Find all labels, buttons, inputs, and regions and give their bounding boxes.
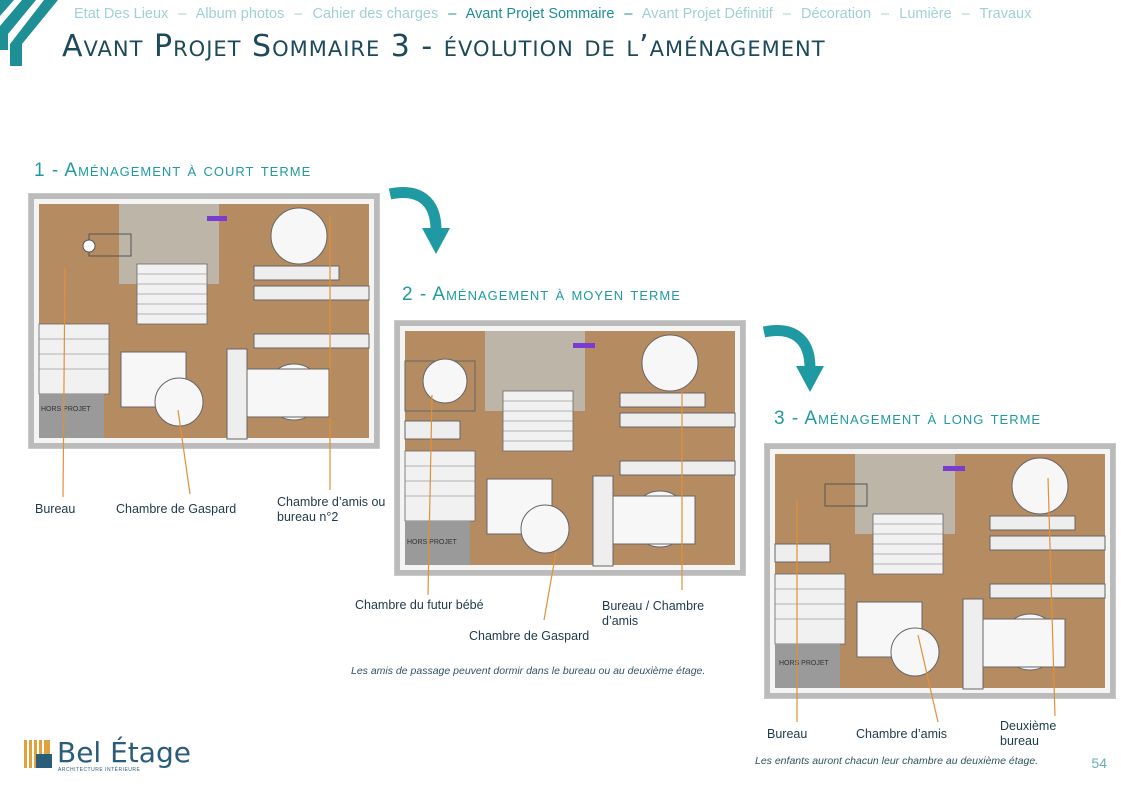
breadcrumb-avant-projet-sommaire[interactable]: Avant Projet Sommaire [465, 6, 615, 22]
breadcrumb-separator: – [961, 6, 970, 22]
page-number: 54 [1091, 755, 1107, 771]
page-title: Avant Projet Sommaire 3 - évolution de l… [62, 29, 826, 64]
label-chambre-amis: Chambre d’amis [856, 727, 948, 741]
curved-arrow-icon [388, 187, 450, 254]
breadcrumb-avant-projet-definitif[interactable]: Avant Projet Définitif [641, 6, 773, 22]
label-bureau: Bureau [767, 727, 808, 741]
breadcrumb-etat-des-lieux[interactable]: Etat Des Lieux [74, 6, 169, 22]
breadcrumb-separator: – [624, 6, 633, 22]
label-chambre-gaspard: Chambre de Gaspard [469, 629, 590, 643]
note-enfants: Les enfants auront chacun leur chambre a… [755, 755, 1039, 767]
section-title-long-terme: 3 - Aménagement à long terme [774, 408, 1042, 429]
breadcrumb-separator: – [782, 6, 791, 22]
breadcrumb-cahier-des-charges[interactable]: Cahier des charges [312, 6, 439, 22]
breadcrumb-separator: – [881, 6, 890, 22]
brand-name: Bel Étage [57, 736, 191, 769]
breadcrumb-album-photos[interactable]: Album photos [195, 6, 285, 22]
label-chambre-gaspard: Chambre de Gaspard [116, 502, 237, 516]
breadcrumb: Etat Des Lieux – Album photos – Cahier d… [74, 6, 1031, 22]
floor-plan-long-terme: HORS PROJET [764, 443, 1116, 699]
label-chambre-bebe: Chambre du futur bébé [355, 598, 484, 612]
label-bureau: Bureau [35, 502, 76, 516]
label-deuxieme-bureau: Deuxième bureau [1000, 719, 1057, 748]
breadcrumb-separator: – [294, 6, 303, 22]
brand-logo: Bel Étage ARCHITECTURE INTÉRIEURE [22, 736, 191, 775]
corner-stripes-logo [0, 0, 58, 66]
curved-arrow-icon [762, 325, 824, 392]
breadcrumb-lumiere[interactable]: Lumière [899, 6, 952, 22]
section-title-court-terme: 1 - Aménagement à court terme [34, 160, 312, 181]
brand-mark-icon [24, 740, 52, 768]
hors-projet-tag: HORS PROJET [779, 660, 829, 667]
breadcrumb-separator: – [448, 6, 457, 22]
note-amis-de-passage: Les amis de passage peuvent dormir dans … [351, 665, 706, 677]
brand-tagline: ARCHITECTURE INTÉRIEURE [58, 767, 141, 773]
breadcrumb-separator: – [178, 6, 187, 22]
breadcrumb-decoration[interactable]: Décoration [800, 6, 872, 22]
label-bureau-chambre-amis: Bureau / Chambre d’amis [602, 599, 705, 628]
floor-plan-moyen-terme: HORS PROJET [394, 320, 746, 576]
breadcrumb-travaux[interactable]: Travaux [979, 6, 1032, 22]
floor-plan-court-terme: HORS PROJET [28, 193, 380, 449]
section-title-moyen-terme: 2 - Aménagement à moyen terme [402, 284, 681, 305]
hors-projet-tag: HORS PROJET [41, 406, 91, 413]
hors-projet-tag: HORS PROJET [407, 539, 457, 546]
label-chambre-amis-bureau2: Chambre d’amis ou bureau n°2 [277, 495, 386, 524]
